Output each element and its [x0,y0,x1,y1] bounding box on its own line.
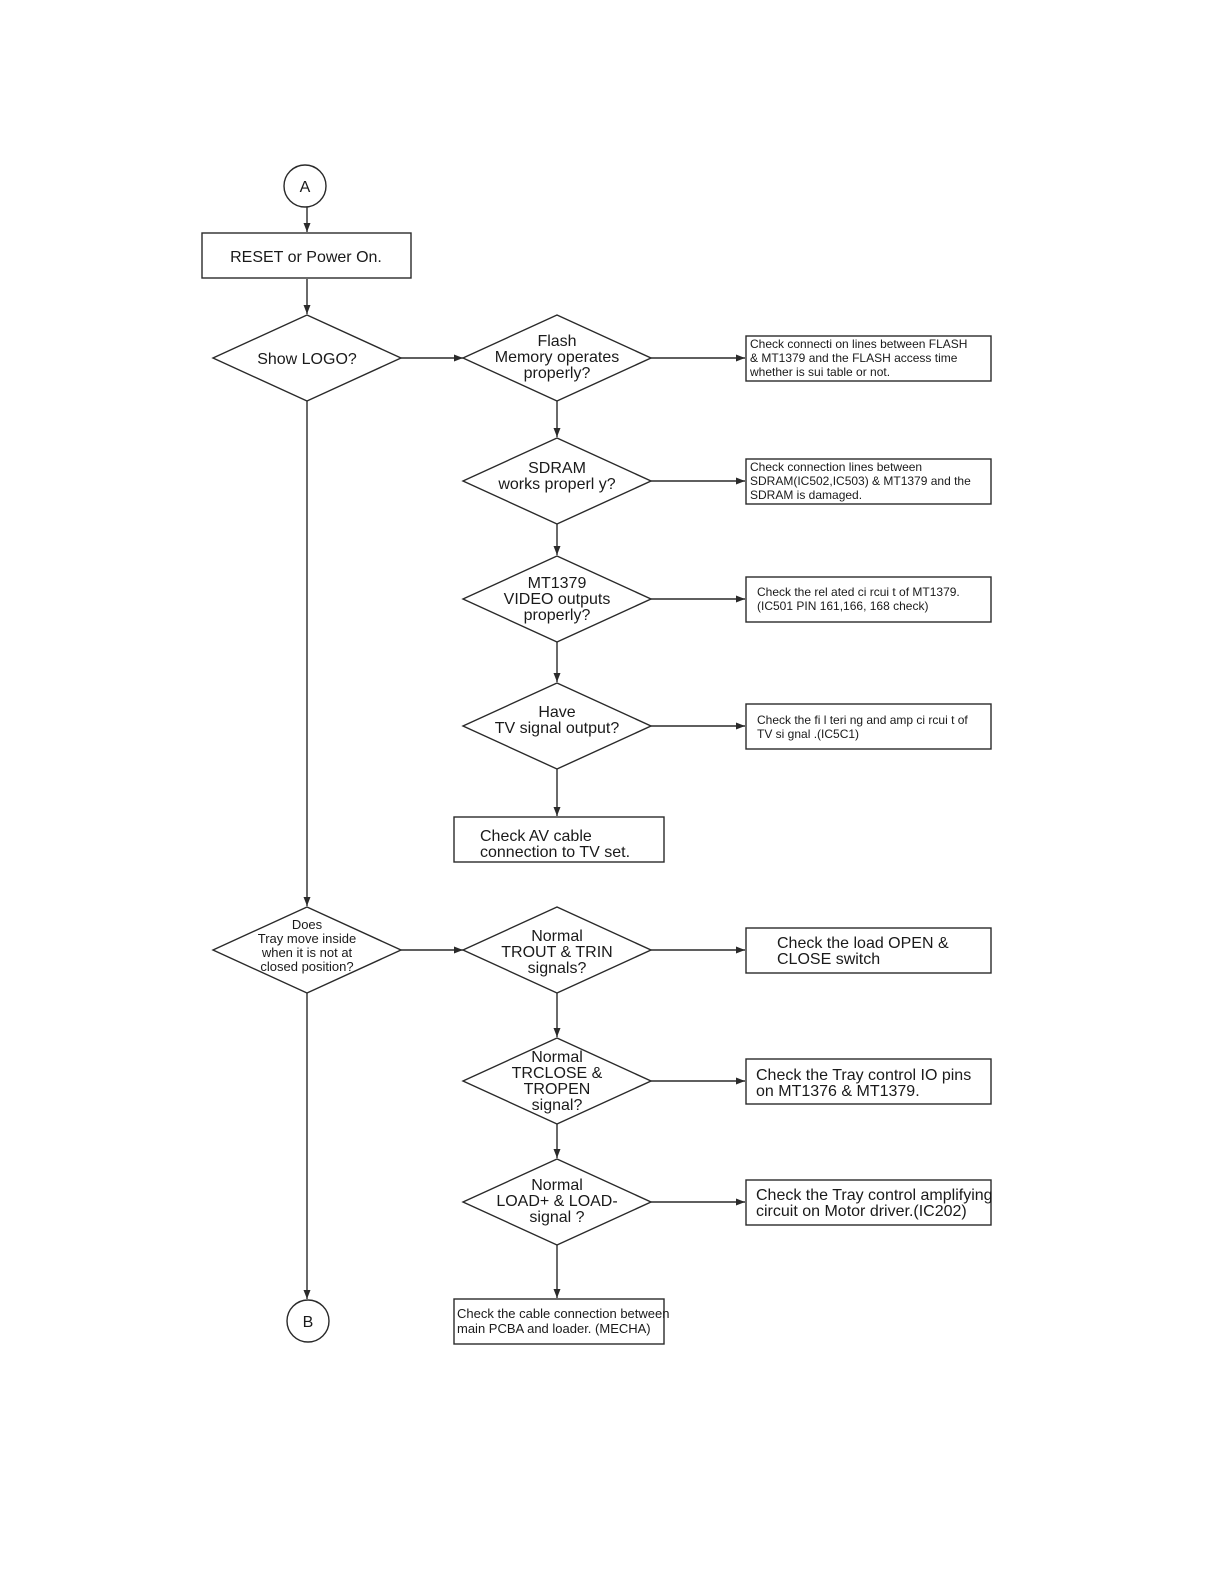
tray-text-line: when it is not at [261,945,353,960]
flash-text-line: Flash [537,333,576,350]
load_fix-text-line: Check the Tray control amplifying [756,1187,993,1204]
trout_fix-text-line: CLOSE switch [777,951,880,968]
load-fix-box: Check the Tray control amplifyingcircuit… [745,1179,993,1226]
tray-text-line: Does [292,917,323,932]
trclose-text-line: TRCLOSE & [512,1065,603,1082]
reset-text-line: RESET or Power On. [230,249,382,266]
video-fix-box: Check the rel ated ci rcui t of MT1379.(… [745,576,992,623]
cable_fix-text-line: Check the cable connection between [457,1306,669,1321]
trclose-text-line: Normal [531,1049,583,1066]
reset-box: RESET or Power On. [201,232,412,279]
flash-fix-box: Check connecti on lines between FLASH& M… [745,335,992,382]
trclose_fix-text-line: on MT1376 & MT1379. [756,1083,920,1100]
trout-text-line: signals? [528,960,587,977]
video_fix-text-line: (IC501 PIN 161,166, 168 check) [757,599,928,613]
av_cable-text-line: connection to TV set. [480,844,630,861]
flow-arrows [303,207,745,1299]
flash_fix-text-line: Check connecti on lines between FLASH [750,337,967,351]
tray-text-line: Tray move inside [258,931,357,946]
cable_fix-text-line: main PCBA and loader. (MECHA) [457,1321,651,1336]
show-logo-decision: Show LOGO? [211,314,403,402]
show_logo-text-line: Show LOGO? [257,351,357,368]
connector-label: B [303,1314,314,1331]
trclose-text-line: signal? [532,1097,583,1114]
trout-fix-box: Check the load OPEN &CLOSE switch [745,927,992,974]
tv_signal-text-line: TV signal output? [495,720,620,737]
video_fix-text-line: Check the rel ated ci rcui t of MT1379. [757,585,960,599]
trclose_fix-text-line: Check the Tray control IO pins [756,1067,971,1084]
video-text-line: VIDEO outputs [504,591,611,608]
flash-text-line: Memory operates [495,349,620,366]
trout-text-line: Normal [531,928,583,945]
sdram_fix-text-line: SDRAM(IC502,IC503) & MT1379 and the [750,474,971,488]
load-text-line: signal ? [529,1209,584,1226]
video-text-line: properly? [524,607,591,624]
trout-text-line: TROUT & TRIN [501,944,612,961]
load-text-line: LOAD+ & LOAD- [496,1193,617,1210]
sdram-fix-box: Check connection lines betweenSDRAM(IC50… [745,458,992,505]
sdram_fix-text-line: Check connection lines between [750,460,922,474]
connector-label: A [300,179,311,196]
trout_fix-text-line: Check the load OPEN & [777,935,949,952]
flash-text-line: properly? [524,365,591,382]
connector-b: B [286,1299,330,1343]
tv_signal-text-line: Have [538,704,575,721]
flash_fix-text-line: whether is sui table or not. [749,365,890,379]
flash_fix-text-line: & MT1379 and the FLASH access time [750,351,958,365]
load-text-line: Normal [531,1177,583,1194]
video-text-line: MT1379 [528,575,587,592]
av_cable-text-line: Check AV cable [480,828,592,845]
trclose-text-line: TROPEN [524,1081,591,1098]
connector-a: A [283,164,327,208]
tv-fix-box: Check the fi l teri ng and amp ci rcui t… [745,703,992,750]
sdram_fix-text-line: SDRAM is damaged. [750,488,862,502]
tv_fix-text-line: Check the fi l teri ng and amp ci rcui t… [757,713,968,727]
tray-text-line: closed position? [260,959,353,974]
sdram-text-line: works properl y? [497,476,615,493]
load_fix-text-line: circuit on Motor driver.(IC202) [756,1203,967,1220]
tv_fix-text-line: TV si gnal .(IC5C1) [757,727,859,741]
sdram-text-line: SDRAM [528,460,586,477]
